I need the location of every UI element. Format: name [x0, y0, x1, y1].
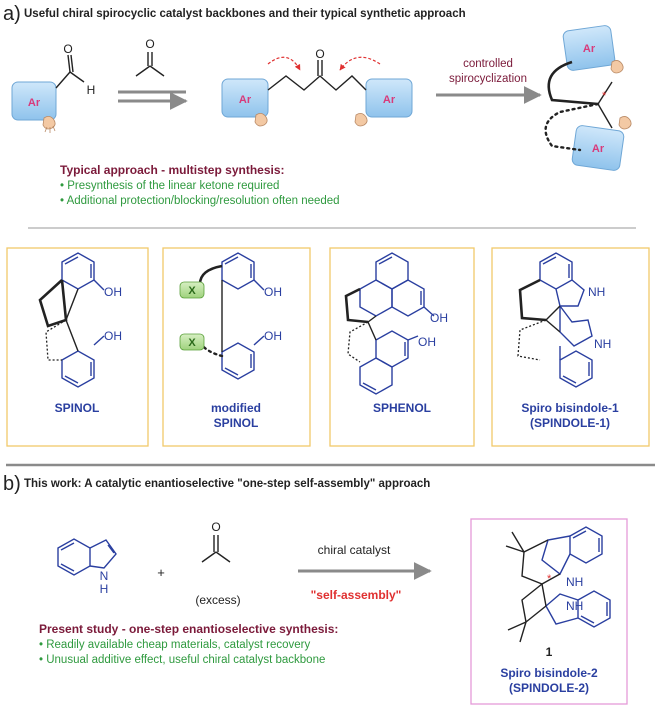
approach-point-2: • Additional protection/blocking/resolut…: [60, 195, 340, 207]
acetone-b: [201, 535, 231, 563]
spiro-bond-solid: [547, 60, 599, 106]
indole-h: H: [100, 582, 109, 596]
section-b-title: This work: A catalytic enantioselective …: [24, 478, 430, 490]
product-name-1: Spiro bisindole-2: [500, 666, 598, 680]
spiro-bond: [597, 103, 613, 129]
hand-icon: [254, 113, 268, 127]
spiro-star: *: [602, 90, 607, 102]
indole-structure: [57, 538, 117, 576]
ar-box-ketone-left: Ar: [221, 78, 269, 118]
oh-label: OH: [430, 311, 448, 325]
oh-label: OH: [264, 329, 282, 343]
catalyst-name-spinol: SPINOL: [55, 401, 100, 415]
controlled-label-2: spirocyclization: [449, 73, 527, 85]
hand-icon: [354, 113, 368, 127]
svg-text:X: X: [188, 285, 196, 297]
oh-label: OH: [264, 285, 282, 299]
ketone-o: O: [315, 47, 324, 61]
catalyst-panel-modified-spinol: X X OH OH modified SPINOL: [162, 247, 311, 447]
study-point-1: • Readily available cheap materials, cat…: [39, 639, 310, 651]
ar-box-spiro-bottom: Ar: [571, 125, 625, 171]
oh-label: OH: [418, 335, 436, 349]
x-badge: X: [179, 281, 205, 299]
aldehyde-o: O: [63, 42, 72, 56]
section-b-letter: b): [3, 473, 21, 495]
product-nh-top: NH: [566, 575, 583, 589]
approach-title: Typical approach - multistep synthesis:: [60, 163, 285, 177]
acetone-o-a: O: [145, 37, 154, 51]
spiro-bond-dotted: [544, 102, 600, 152]
nh-label: NH: [594, 337, 611, 351]
ar-box-aldehyde: Ar: [11, 81, 57, 121]
approach-point-1: • Presynthesis of the linear ketone requ…: [60, 180, 279, 192]
ar-box-spiro-top: Ar: [562, 25, 616, 71]
product-star: *: [547, 573, 552, 585]
catalyst-name-modified-2: SPINOL: [214, 416, 259, 430]
catalyst-name-spindole-1a: Spiro bisindole-1: [521, 401, 619, 415]
svg-text:X: X: [188, 337, 196, 349]
aldehyde-group: [55, 54, 85, 89]
study-title: Present study - one-step enantioselectiv…: [39, 622, 338, 636]
catalyst-panel-spindole-1: NH NH Spiro bisindole-1 (SPINDOLE-1): [491, 247, 650, 447]
curved-arrow-right: [339, 56, 381, 71]
aldehyde-h: H: [87, 83, 96, 97]
catalyst-name-spindole-1b: (SPINDOLE-1): [530, 416, 610, 430]
svg-text:Ar: Ar: [583, 43, 596, 55]
section-a-title: Useful chiral spirocyclic catalyst backb…: [24, 8, 466, 20]
catalyst-name-sphenol: SPHENOL: [373, 401, 431, 415]
study-point-2: • Unusual additive effect, useful chiral…: [39, 654, 325, 666]
hand-icon: [618, 116, 632, 130]
product-nh-bottom: NH: [566, 599, 583, 613]
self-assembly-label: "self-assembly": [311, 588, 402, 602]
product-number: 1: [546, 645, 553, 659]
product-name-2: (SPINDOLE-2): [509, 681, 589, 695]
curved-arrow-left: [267, 56, 301, 71]
controlled-label-1: controlled: [463, 58, 513, 70]
catalyst-panel-sphenol: OH OH SPHENOL: [329, 247, 475, 447]
indole-n: N: [100, 569, 109, 583]
svg-text:Ar: Ar: [592, 143, 605, 155]
ketone-chain: [267, 60, 367, 91]
svg-text:Ar: Ar: [28, 97, 41, 109]
spiro-bond: [597, 81, 613, 105]
x-badge: X: [179, 333, 205, 351]
oh-label: OH: [104, 329, 122, 343]
hand-icon: [42, 116, 56, 133]
catalyst-name-modified-1: modified: [211, 401, 261, 415]
ar-box-ketone-right: Ar: [365, 78, 413, 118]
plus-sign: +: [157, 565, 165, 580]
hand-icon: [610, 60, 624, 74]
excess-label: (excess): [195, 593, 240, 607]
catalyst-panel-spinol: OH OH SPINOL: [6, 247, 149, 447]
double-arrow-a: [118, 90, 188, 110]
catalyst-label: chiral catalyst: [318, 543, 391, 557]
svg-text:Ar: Ar: [383, 94, 396, 106]
oh-label: OH: [104, 285, 122, 299]
acetone-a: [135, 52, 165, 77]
svg-text:Ar: Ar: [239, 94, 252, 106]
product-panel: * NH NH 1 Spiro bisindole-2 (SPINDOLE-2): [470, 518, 628, 705]
section-a-letter: a): [3, 3, 21, 25]
acetone-o-b: O: [211, 520, 220, 534]
nh-label: NH: [588, 285, 605, 299]
